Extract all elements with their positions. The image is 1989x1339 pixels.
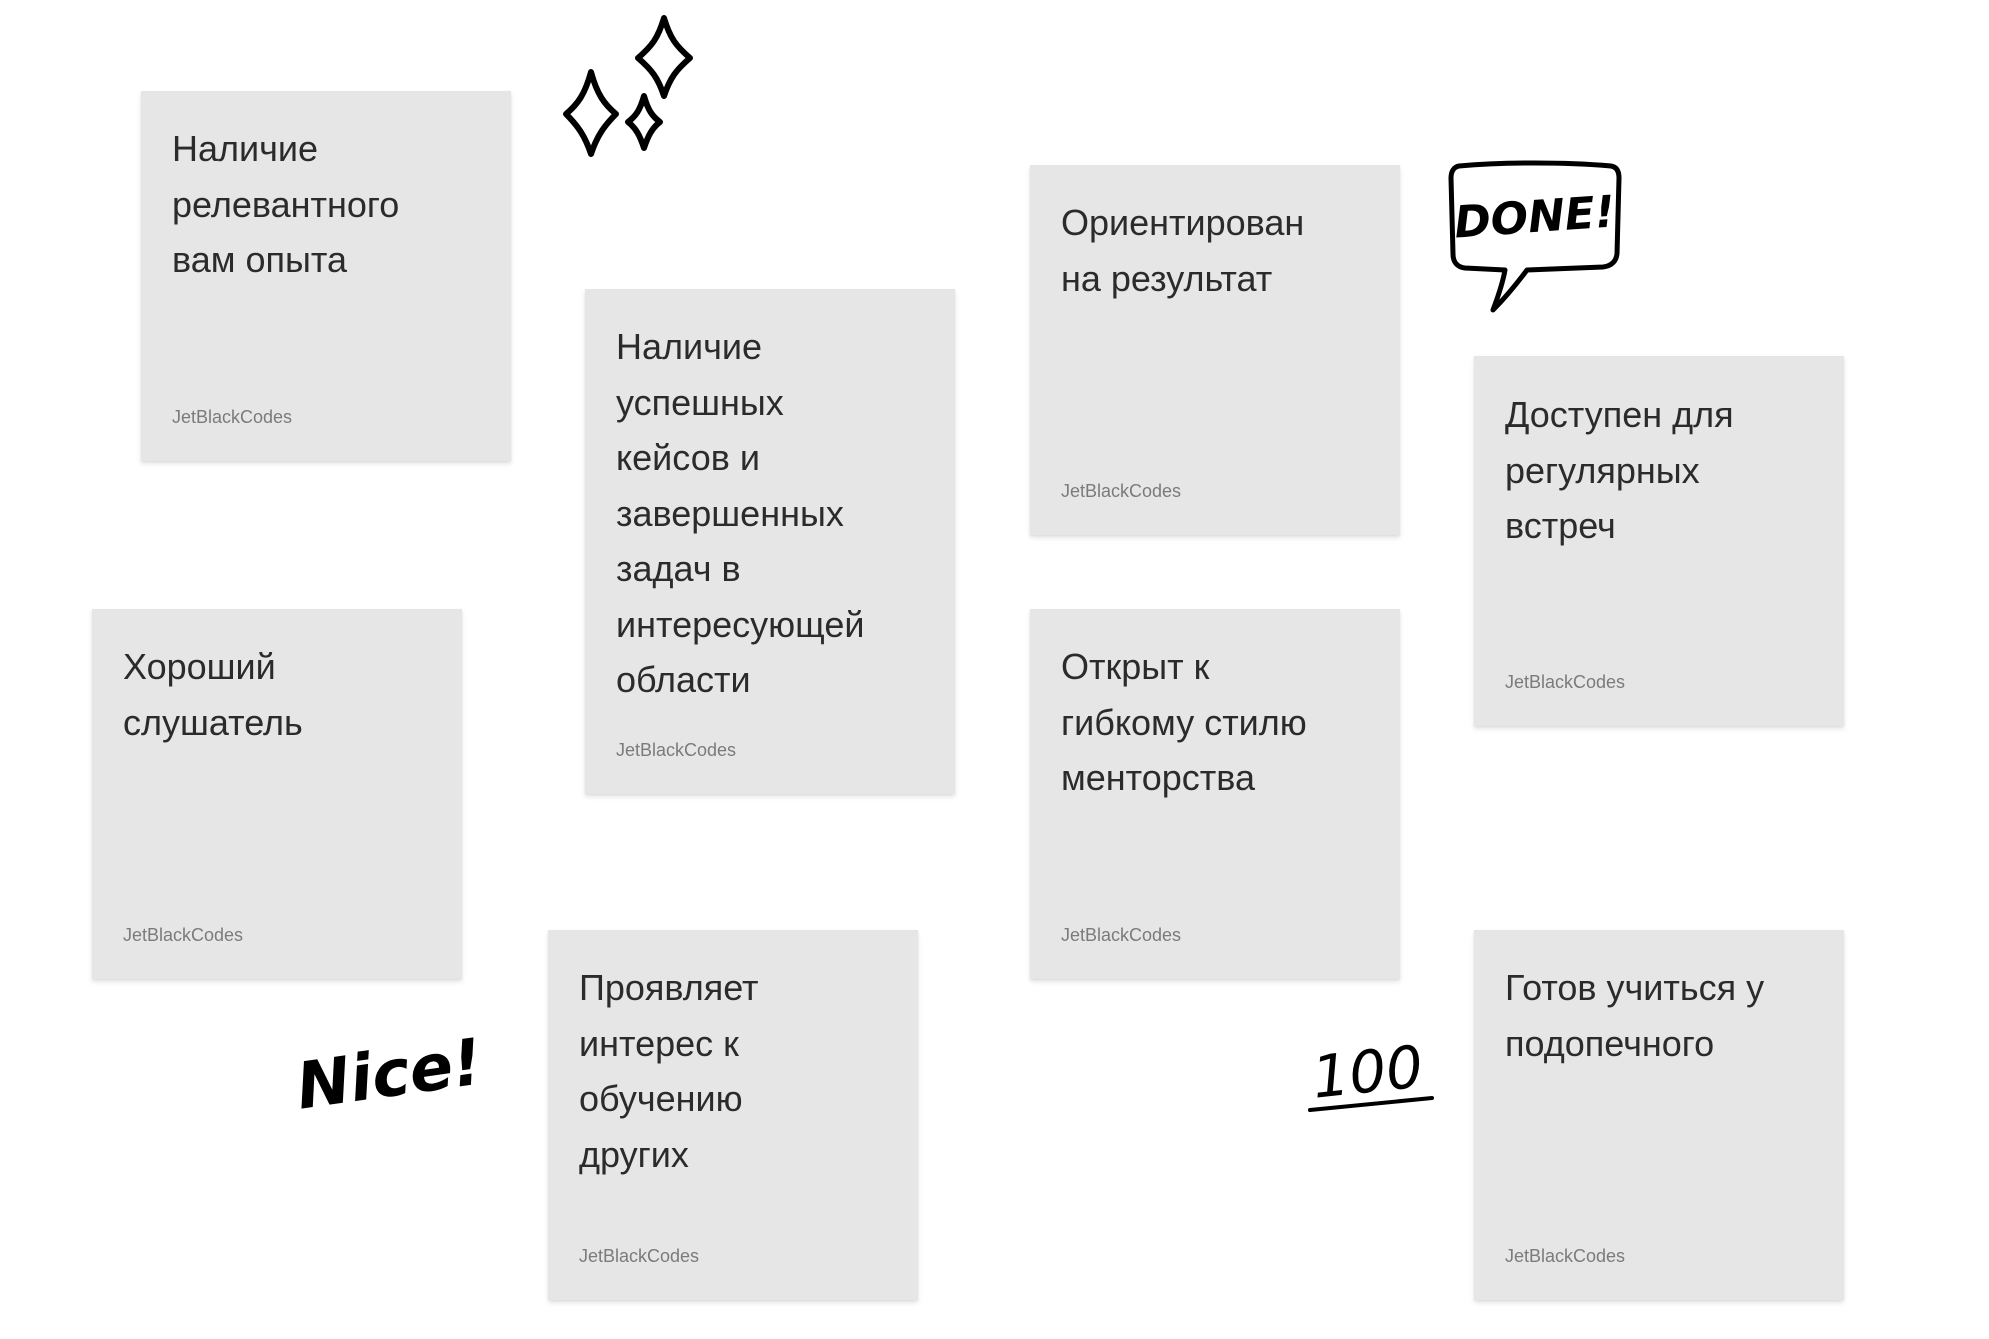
note-author: JetBlackCodes (172, 407, 293, 427)
sticky-note[interactable]: Проявляет интерес к обучению других JetB… (548, 930, 918, 1300)
note-text: Хороший слушатель (123, 646, 303, 743)
done-label: DONE! (1453, 186, 1617, 248)
note-author: JetBlackCodes (1061, 925, 1182, 945)
note-author: JetBlackCodes (579, 1246, 700, 1266)
hundred-label: 100 (1309, 1032, 1426, 1111)
nice-label: Nice! (292, 1025, 487, 1124)
note-author: JetBlackCodes (1505, 1246, 1626, 1266)
sticky-note[interactable]: Наличие релевантного вам опыта JetBlackC… (141, 91, 511, 461)
sticky-note[interactable]: Ориентирован на результат JetBlackCodes (1030, 165, 1400, 535)
note-text: Наличие успешных кейсов и завершенных за… (616, 326, 865, 700)
note-text: Проявляет интерес к обучению других (579, 967, 759, 1175)
note-text: Наличие релевантного вам опыта (172, 128, 400, 280)
nice-sticker[interactable]: Nice! (290, 1010, 490, 1130)
note-author: JetBlackCodes (616, 740, 737, 760)
note-text: Открыт к гибкому стилю менторства (1061, 646, 1307, 798)
sticky-note[interactable]: Готов учиться у подопечного JetBlackCode… (1474, 930, 1844, 1300)
note-author: JetBlackCodes (123, 925, 244, 945)
sticky-note[interactable]: Открыт к гибкому стилю менторства JetBla… (1030, 609, 1400, 979)
note-author: JetBlackCodes (1061, 481, 1182, 501)
sticky-note[interactable]: Доступен для регулярных встреч JetBlackC… (1474, 356, 1844, 726)
note-text: Доступен для регулярных встреч (1505, 394, 1734, 546)
sparkles-icon[interactable] (560, 10, 700, 160)
sticky-note[interactable]: Хороший слушатель JetBlackCodes (92, 609, 462, 979)
note-author: JetBlackCodes (1505, 672, 1626, 692)
sticky-note[interactable]: Наличие успешных кейсов и завершенных за… (585, 289, 955, 794)
note-text: Готов учиться у подопечного (1505, 967, 1765, 1064)
done-speech-bubble-sticker[interactable]: DONE! (1445, 158, 1625, 318)
hundred-points-sticker[interactable]: 100 (1300, 1020, 1440, 1130)
note-text: Ориентирован на результат (1061, 202, 1305, 299)
